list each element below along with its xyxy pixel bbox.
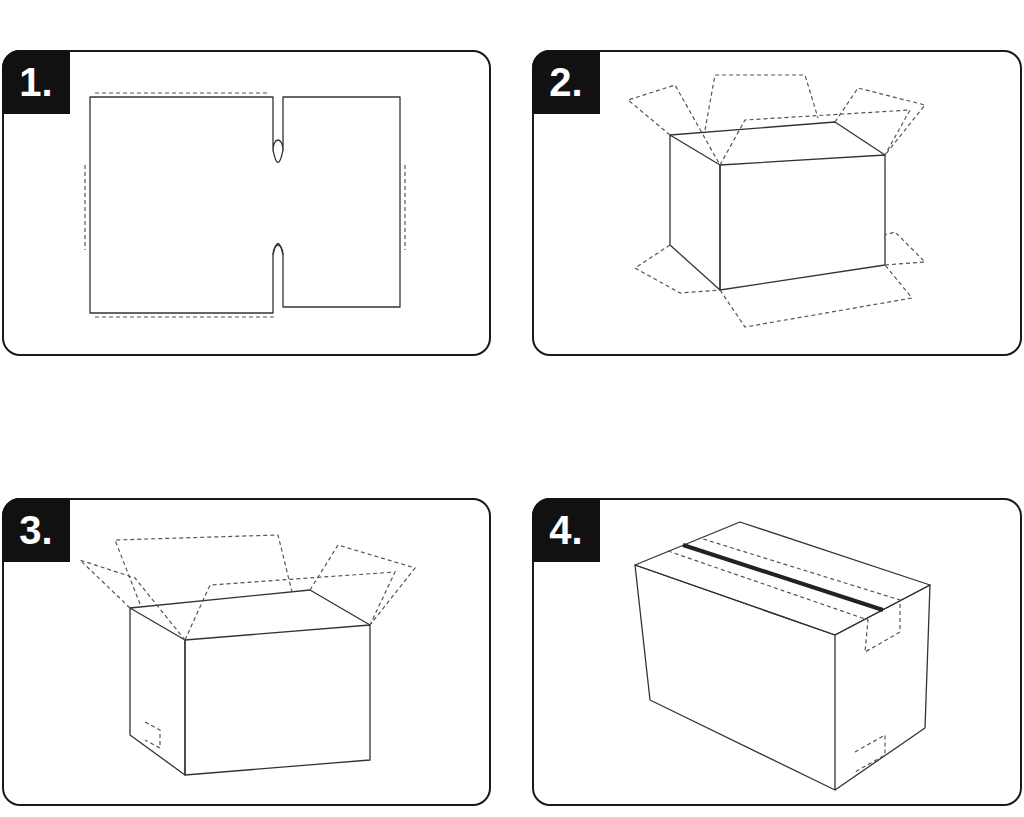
closed-taped-box: [635, 522, 930, 790]
step-tab: 2.: [532, 50, 600, 114]
flat-blank: [85, 93, 405, 317]
step-number: 3.: [19, 510, 52, 550]
open-top-box: [80, 535, 415, 775]
step-tab: 3.: [2, 498, 70, 562]
step-number: 1.: [19, 62, 52, 102]
step-number: 2.: [549, 62, 582, 102]
step-panel: 4.: [532, 498, 1022, 806]
step-panel: 1.: [2, 50, 491, 356]
open-box-both-ends: [628, 75, 925, 327]
step-tab: 4.: [532, 498, 600, 562]
step-tab: 1.: [2, 50, 70, 114]
step-number: 4.: [549, 510, 582, 550]
step-panel: 2.: [532, 50, 1022, 356]
step-panel: 3.: [2, 498, 491, 806]
